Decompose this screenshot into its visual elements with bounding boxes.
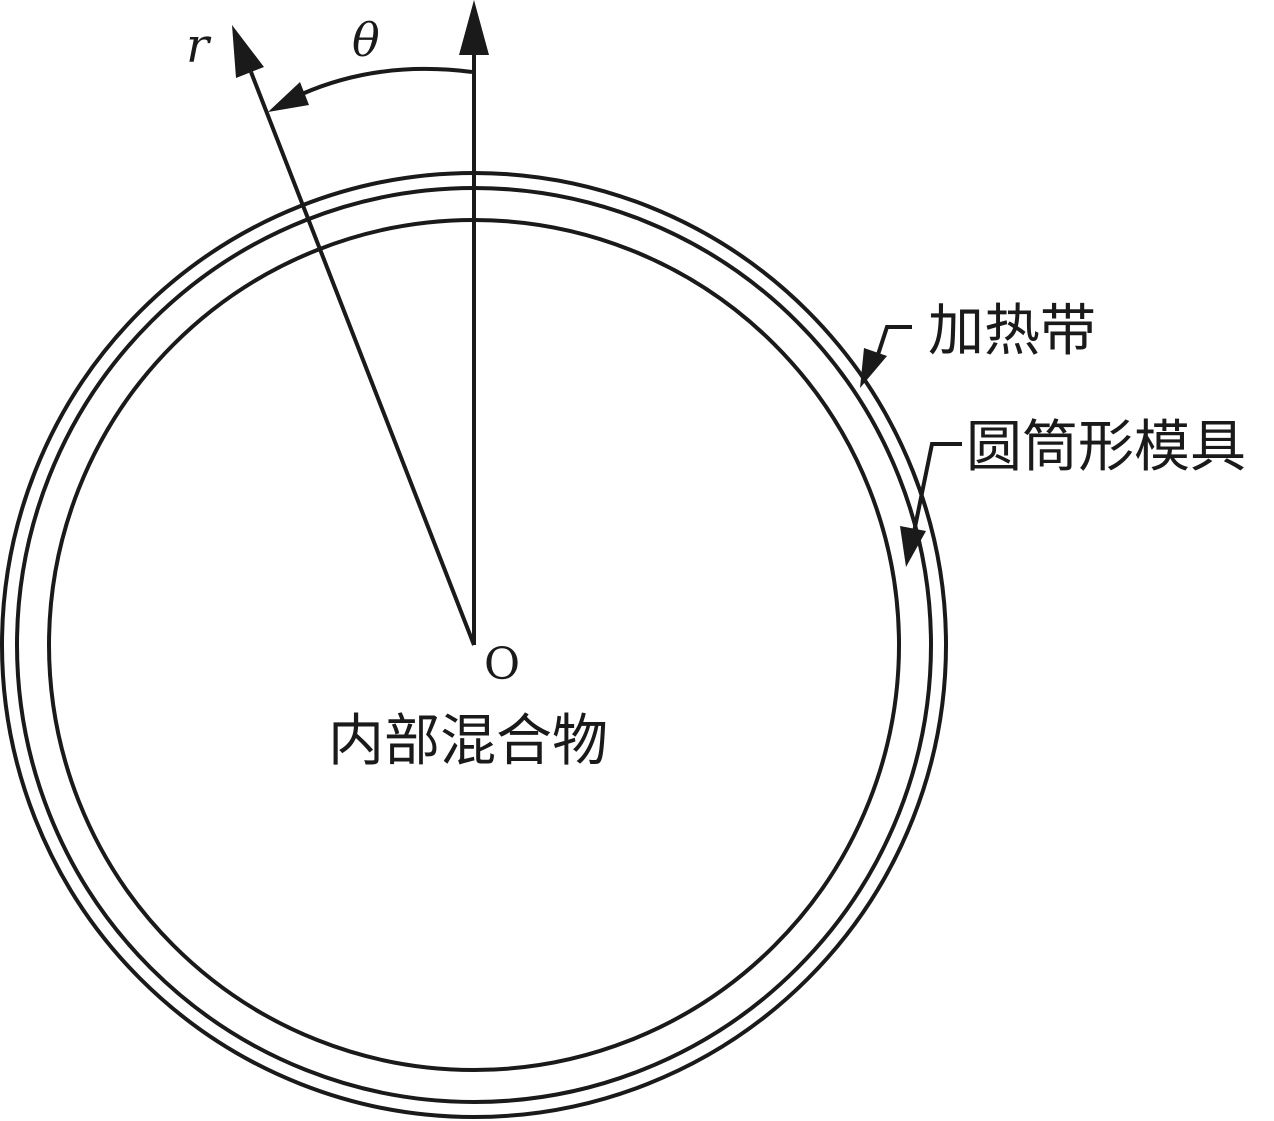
heating-band-arrowhead <box>860 348 887 388</box>
mold-arrowhead <box>900 526 926 567</box>
theta-arc-arrowhead <box>268 82 309 112</box>
interior-mixture-label: 内部混合物 <box>328 709 608 774</box>
angle-symbol-label: θ <box>352 13 380 67</box>
radius-vector-arrowhead <box>232 25 264 78</box>
radius-vector-line <box>249 71 476 646</box>
mold-label: 圆筒形模具 <box>966 415 1246 480</box>
vertical-axis-arrowhead <box>459 0 489 55</box>
heating-band-label: 加热带 <box>928 299 1096 364</box>
mold-leader <box>912 442 962 533</box>
theta-arc <box>301 66 473 96</box>
origin-label: O <box>484 639 520 690</box>
radius-symbol-label: r <box>186 18 212 74</box>
